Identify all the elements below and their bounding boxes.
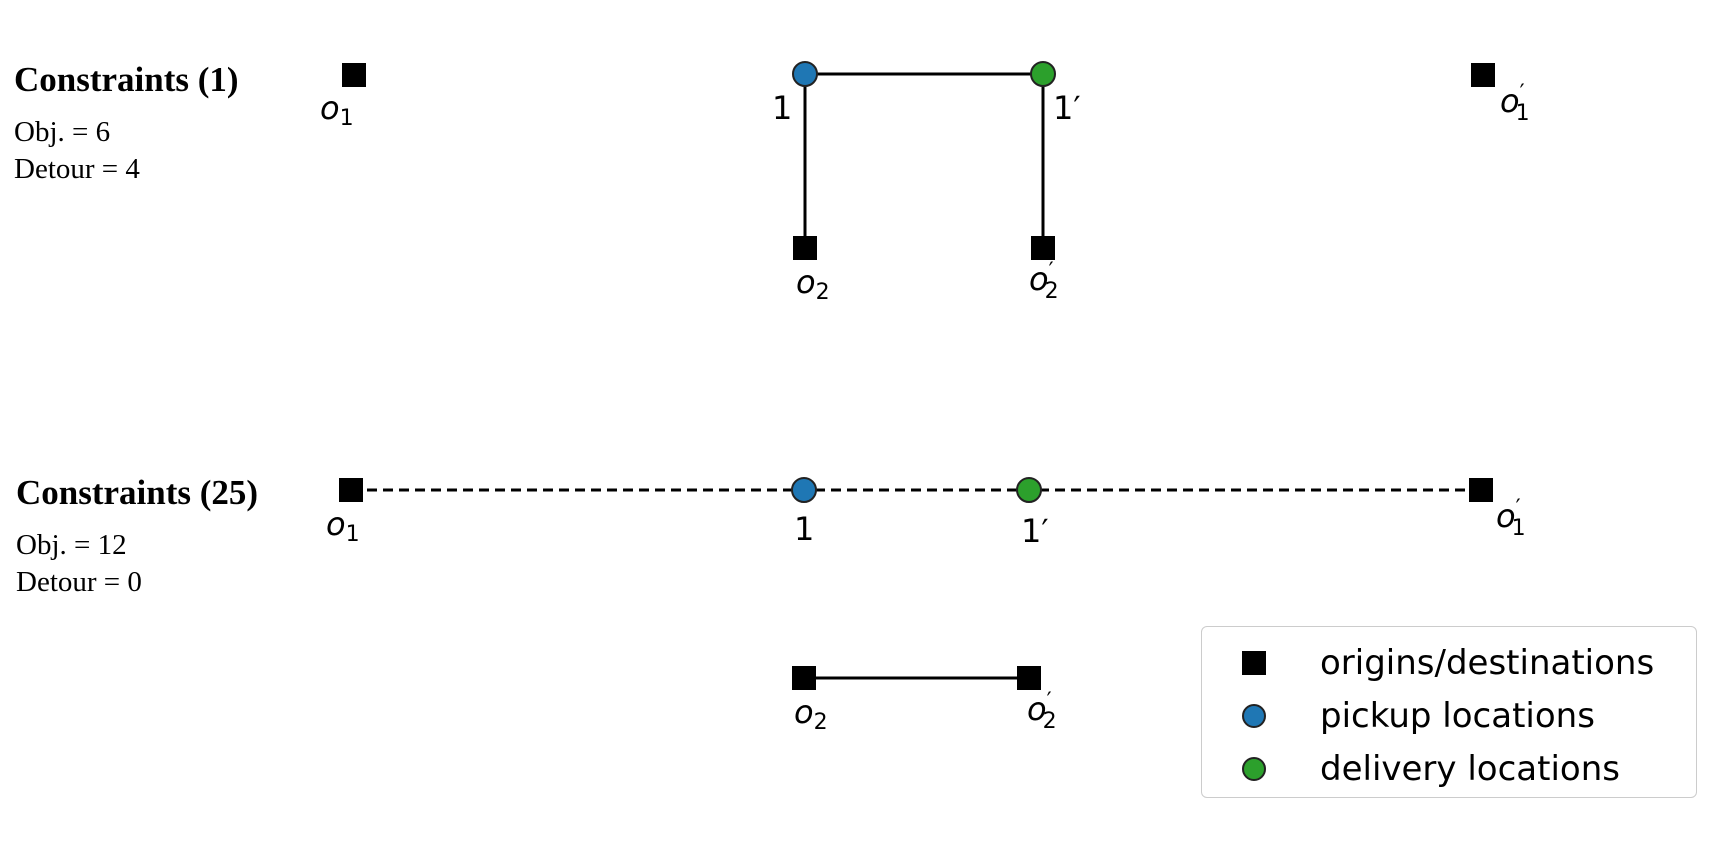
delivery-node-2: [1016, 477, 1042, 503]
depot-o1-square: [342, 63, 366, 87]
delivery-node: [1030, 61, 1056, 87]
depot-o2-square-2: [792, 666, 816, 690]
panel-1-detour: Detour = 4: [14, 153, 140, 185]
label-o1-2: o1: [326, 505, 360, 547]
legend: origins/destinations pickup locations de…: [1201, 626, 1697, 798]
panel-2-stats: Obj. = 12 Detour = 0: [16, 527, 258, 601]
label-o2prime-2: o′2: [1027, 689, 1057, 734]
panel-1-nodes: [342, 61, 1495, 260]
panel-2-labels: o1 1 1′ o′1 o2 o′2: [326, 496, 1526, 735]
label-o2-2: o2: [794, 693, 828, 735]
green-circle-marker-icon: [1242, 757, 1266, 781]
panel-2-edges: [351, 488, 1481, 680]
panel-1-edges: [803, 72, 1045, 248]
panel-2-objective: Obj. = 12: [16, 529, 127, 561]
label-pickup-2: 1: [794, 510, 814, 548]
label-o1prime: o′1: [1500, 81, 1530, 126]
label-o2prime: o′2: [1029, 259, 1059, 304]
legend-label-delivery: delivery locations: [1320, 749, 1620, 789]
pickup-node-2: [791, 477, 817, 503]
depot-o1-square-2: [339, 478, 363, 502]
label-pickup: 1: [772, 89, 792, 127]
legend-label-pickup: pickup locations: [1320, 696, 1595, 736]
panel-1-objective: Obj. = 6: [14, 116, 111, 148]
panel-1-title: Constraints (1): [14, 60, 239, 99]
panel-2-title: Constraints (25): [16, 473, 259, 512]
legend-item-delivery: delivery locations: [1202, 743, 1696, 795]
depot-o2-square: [793, 236, 817, 260]
label-o1prime-2: o′1: [1496, 496, 1526, 541]
panel-1-labels: o1 1 1′ o′1 o2 o′2: [320, 81, 1530, 305]
blue-circle-marker-icon: [1242, 704, 1266, 728]
panel-2-detour: Detour = 0: [16, 566, 142, 598]
depot-o2prime-square-2: [1017, 666, 1041, 690]
panel-1-caption: Constraints (1) Obj. = 6 Detour = 4: [14, 60, 239, 188]
legend-item-pickup: pickup locations: [1202, 690, 1696, 742]
depot-o1prime-square: [1471, 63, 1495, 87]
panel-2-nodes: [339, 477, 1493, 690]
legend-item-origins: origins/destinations: [1202, 637, 1696, 689]
square-marker-icon: [1242, 651, 1266, 675]
label-delivery: 1′: [1053, 89, 1081, 127]
label-delivery-2: 1′: [1021, 512, 1049, 550]
pickup-node: [792, 61, 818, 87]
label-o1: o1: [320, 89, 354, 131]
label-o2: o2: [796, 263, 830, 305]
depot-o2prime-square: [1031, 236, 1055, 260]
panel-1-stats: Obj. = 6 Detour = 4: [14, 114, 239, 188]
panel-2-caption: Constraints (25) Obj. = 12 Detour = 0: [16, 473, 258, 601]
depot-o1prime-square-2: [1469, 478, 1493, 502]
legend-label-origins: origins/destinations: [1320, 643, 1655, 683]
